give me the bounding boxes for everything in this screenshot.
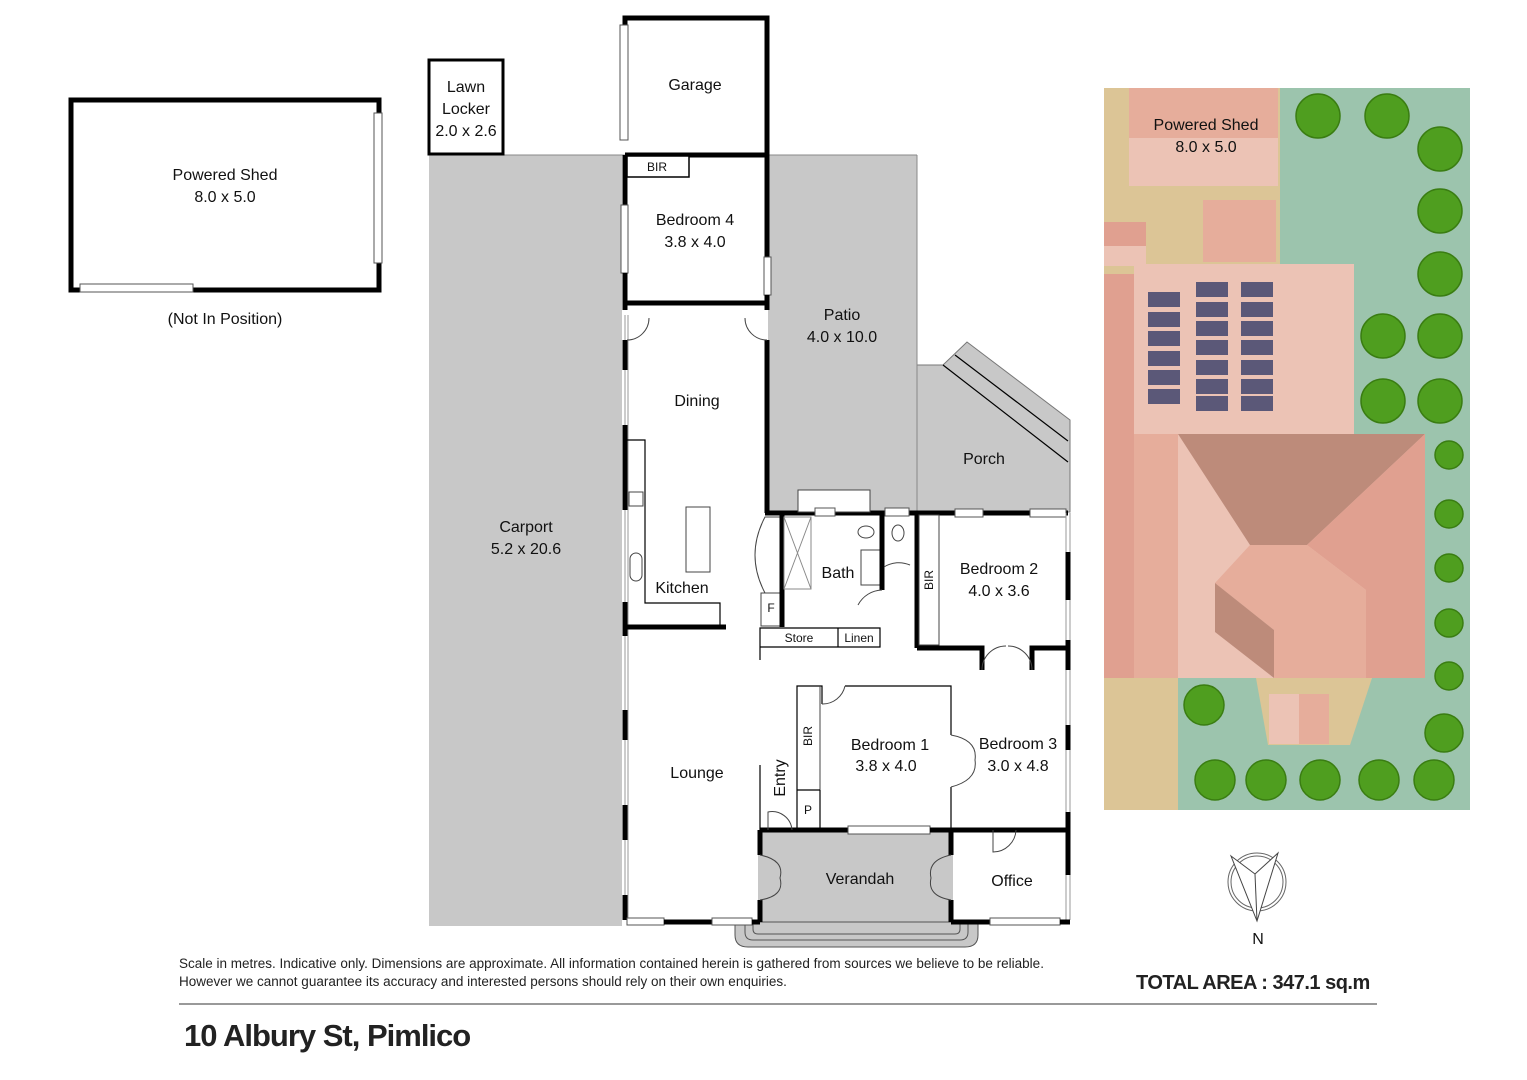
porch-label: Porch: [963, 451, 1005, 468]
bed2-bir-label: BIR: [922, 570, 936, 590]
office-label: Office: [991, 873, 1033, 890]
bed4-bir-label: BIR: [647, 160, 667, 174]
bedroom1-size: 3.8 x 4.0: [855, 758, 916, 775]
patio-label: Patio: [824, 307, 861, 324]
bedroom1-label: Bedroom 1: [851, 737, 929, 754]
lounge-label: Lounge: [670, 765, 723, 782]
total-area: TOTAL AREA : 347.1 sq.m: [1136, 972, 1370, 994]
site-plan: Powered Shed 8.0 x 5.0: [1104, 88, 1470, 810]
bedroom4-label: Bedroom 4: [656, 212, 734, 229]
patio-size: 4.0 x 10.0: [807, 329, 877, 346]
shed-size: 8.0 x 5.0: [194, 189, 255, 206]
patio-area: [768, 155, 917, 512]
garage-label: Garage: [668, 77, 721, 94]
detached-powered-shed: Powered Shed 8.0 x 5.0 (Not In Position): [68, 97, 383, 328]
entry-label: Entry: [772, 759, 789, 796]
shed-note: (Not In Position): [168, 311, 283, 328]
verandah-area: [758, 830, 953, 922]
north-arrow-icon: N: [1227, 851, 1287, 948]
divider: [179, 1003, 1377, 1005]
bedroom2-size: 4.0 x 3.6: [968, 583, 1029, 600]
page-title: 10 Albury St, Pimlico: [184, 1018, 471, 1053]
site-shed-size: 8.0 x 5.0: [1175, 139, 1236, 156]
carport-size: 5.2 x 20.6: [491, 541, 561, 558]
room-labels: Lawn Locker 2.0 x 2.6 Garage BIR Bedroom…: [435, 77, 1057, 890]
site-shed-name: Powered Shed: [1154, 117, 1259, 134]
kitchen-label: Kitchen: [655, 580, 708, 597]
shed-name: Powered Shed: [173, 167, 278, 184]
lawn-locker-size: 2.0 x 2.6: [435, 123, 496, 140]
bed1-bir-label: BIR: [801, 726, 815, 746]
solar-panels: [1148, 282, 1273, 411]
bedroom3-label: Bedroom 3: [979, 736, 1057, 753]
pantry-label: P: [804, 803, 812, 817]
verandah-label: Verandah: [826, 871, 895, 888]
lawn-locker-label-1: Lawn: [447, 79, 485, 96]
porch-area: [916, 341, 1071, 513]
linen-label: Linen: [844, 631, 873, 645]
fridge-label: F: [767, 601, 774, 615]
bath-label: Bath: [822, 565, 855, 582]
north-label: N: [1252, 931, 1264, 948]
tree-icons: [1183, 93, 1464, 801]
carport-label: Carport: [499, 519, 553, 536]
bedroom3-size: 3.0 x 4.8: [987, 758, 1048, 775]
lawn-locker-label-2: Locker: [442, 101, 491, 118]
store-label: Store: [785, 631, 814, 645]
bedroom4-size: 3.8 x 4.0: [664, 234, 725, 251]
lawn-locker: [427, 58, 505, 156]
disclaimer-text: Scale in metres. Indicative only. Dimens…: [179, 956, 1044, 989]
house-walls: [619, 15, 1071, 926]
dining-label: Dining: [674, 393, 719, 410]
bedroom2-label: Bedroom 2: [960, 561, 1038, 578]
carport-area: [429, 155, 622, 926]
